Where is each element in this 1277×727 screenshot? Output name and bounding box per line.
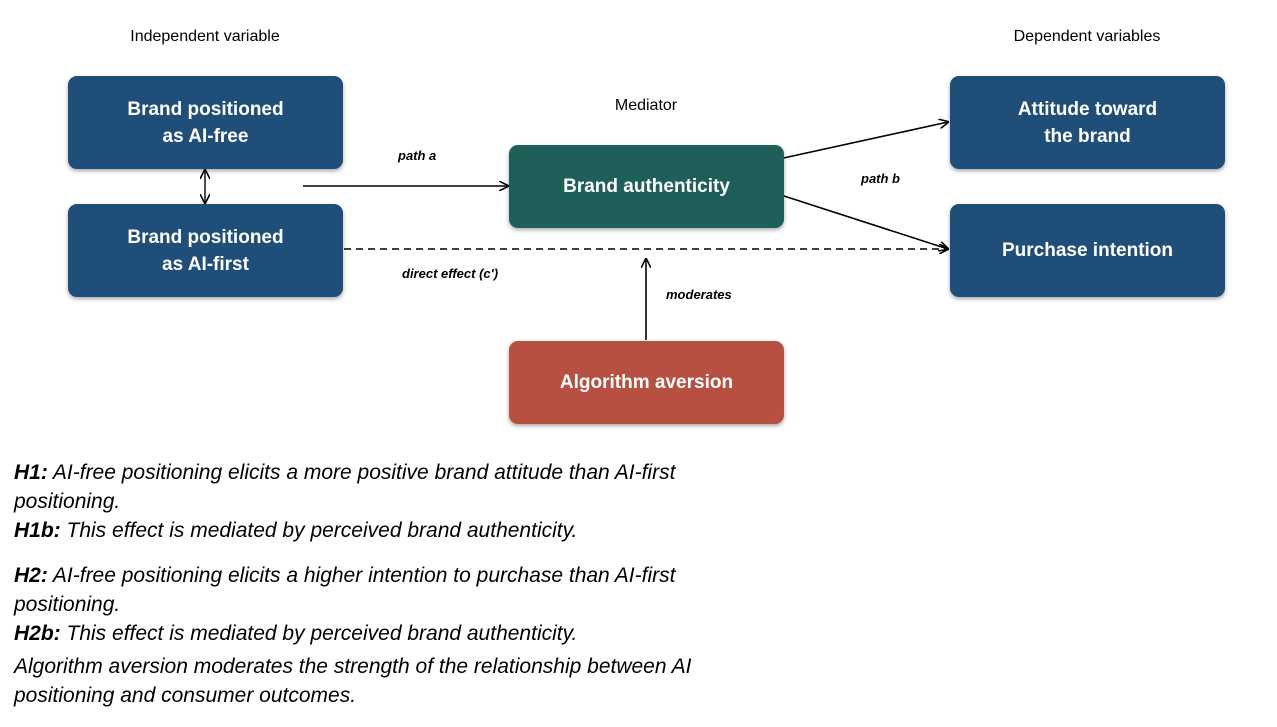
direct-effect-label: direct effect (c') (402, 266, 499, 281)
mediator-heading: Mediator (614, 97, 678, 114)
purchase-intention-box: Purchase intention (950, 204, 1225, 297)
purchase-intention-label: Purchase intention (1001, 240, 1174, 261)
hypothesis-h2b: H2b: This effect is mediated by perceive… (14, 619, 754, 648)
ai-free-box: Brand positioned as AI-free (68, 76, 343, 169)
dependent-variables-heading: Dependent variables (1013, 28, 1161, 45)
hypothesis-text: AI-free positioning elicits a more posit… (14, 461, 676, 513)
hypothesis-tag: H2: (14, 564, 48, 587)
ai-first-box: Brand positioned as AI-first (68, 204, 343, 297)
hypothesis-h2: H2: AI-free positioning elicits a higher… (14, 561, 754, 619)
path-b-purchase-arrow (783, 195, 948, 249)
path-b-label: path b (861, 171, 900, 186)
independent-variable-heading: Independent variable (130, 28, 280, 45)
ai-free-line1: Brand positioned (127, 98, 284, 120)
algorithm-aversion-label: Algorithm aversion (559, 372, 734, 393)
attitude-line2: the brand (1044, 125, 1131, 147)
hypothesis-text: Algorithm aversion moderates the strengt… (14, 655, 692, 707)
brand-authenticity-box: Brand authenticity (509, 145, 784, 228)
hypothesis-h1: H1: AI-free positioning elicits a more p… (14, 458, 754, 516)
hypothesis-text: This effect is mediated by perceived bra… (60, 622, 578, 645)
brand-authenticity-label: Brand authenticity (563, 176, 730, 197)
hypothesis-text: AI-free positioning elicits a higher int… (14, 564, 676, 616)
attitude-box: Attitude toward the brand (950, 76, 1225, 169)
hypothesis-tag: H2b: (14, 622, 61, 645)
attitude-line1: Attitude toward (1017, 98, 1158, 120)
ai-free-line2: as AI-free (162, 125, 249, 147)
ai-first-line1: Brand positioned (127, 226, 284, 248)
algorithm-aversion-box: Algorithm aversion (509, 341, 784, 424)
ai-first-line2: as AI-first (162, 253, 249, 275)
hypothesis-moderation: Algorithm aversion moderates the strengt… (14, 652, 754, 710)
hypotheses-list: H1: AI-free positioning elicits a more p… (14, 458, 754, 710)
hypothesis-tag: H1b: (14, 519, 61, 542)
moderates-label: moderates (666, 287, 732, 302)
hypothesis-h1b: H1b: This effect is mediated by perceive… (14, 516, 754, 545)
path-b-attitude-arrow (778, 122, 948, 160)
hypothesis-text: This effect is mediated by perceived bra… (60, 519, 578, 542)
hypothesis-tag: H1: (14, 461, 48, 484)
path-a-label: path a (398, 148, 437, 163)
